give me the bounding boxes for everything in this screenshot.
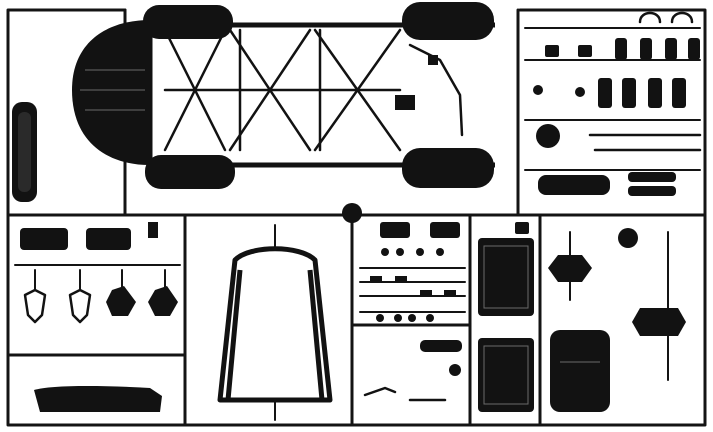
wheel-part: [402, 2, 494, 40]
differential-part: [632, 308, 686, 336]
small-part: [430, 222, 460, 238]
hub-part: [536, 124, 560, 148]
panel-section: [478, 222, 534, 412]
lamp-bracket-parts: [23, 269, 178, 324]
rear-body-tub-part: [72, 20, 150, 165]
panel-part: [478, 338, 534, 412]
wheel-part: [145, 155, 235, 189]
damper-parts-row: [533, 45, 686, 108]
mid-left-section: [14, 222, 181, 412]
small-part: [618, 228, 638, 248]
chassis-section: [12, 2, 495, 223]
small-part: [420, 340, 462, 352]
suspension-section: [524, 11, 702, 196]
small-parts-section: [359, 222, 466, 402]
drivetrain-section: [548, 228, 686, 412]
small-part: [380, 222, 410, 238]
running-board-part: [34, 385, 162, 412]
frame-section: [217, 224, 333, 421]
spring-parts-row: [615, 11, 700, 60]
fuel-tank-part: [20, 228, 68, 250]
fuel-tank-part: [86, 228, 131, 250]
wheel-part: [143, 5, 233, 39]
battery-box-part: [550, 330, 610, 412]
panel-part: [478, 238, 534, 316]
wheel-part: [402, 148, 494, 188]
body-frame-part: [217, 246, 333, 403]
sprue-gate: [342, 203, 362, 223]
exhaust-part: [538, 175, 610, 195]
differential-part: [548, 255, 592, 282]
small-parts-grid: [370, 248, 456, 322]
